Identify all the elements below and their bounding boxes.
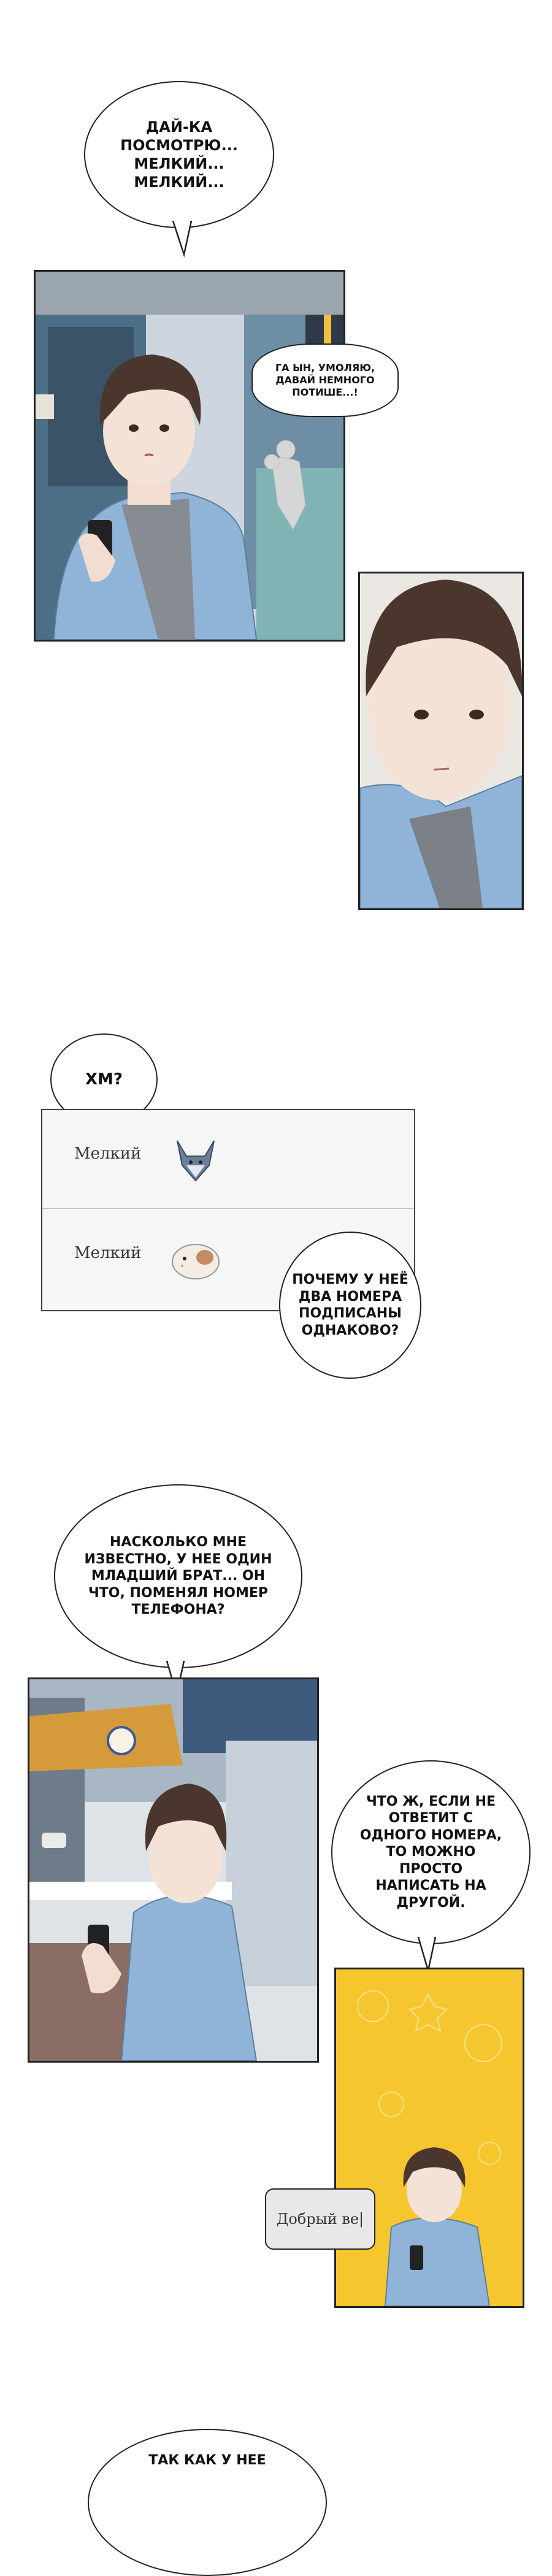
speech-text-6: ЧТО Ж, ЕСЛИ НЕ ОТВЕТИТ С ОДНОГО НОМЕРА, … <box>359 1793 502 1911</box>
speech-bubble-4: ПОЧЕМУ У НЕЁ ДВА НОМЕРА ПОДПИСАНЫ ОДНАКО… <box>279 1232 421 1379</box>
comic-panel-2 <box>358 572 524 910</box>
panel-1-art <box>36 272 343 640</box>
comic-panel-3 <box>28 1677 319 2063</box>
contact-name-2: Мелкий <box>74 1244 142 1262</box>
speech-bubble-2: ГА ЫН, УМОЛЯЮ, ДАВАЙ НЕМНОГО ПОТИШЕ...! <box>251 343 399 417</box>
contact-row-1[interactable]: Мелкий <box>42 1110 414 1207</box>
speech-bubble-1: ДАЙ-КА ПОСМОТРЮ... МЕЛКИЙ... МЕЛКИЙ... <box>84 81 274 228</box>
speech-text-1: ДАЙ-КА ПОСМОТРЮ... МЕЛКИЙ... МЕЛКИЙ... <box>120 118 238 191</box>
contact-divider <box>42 1208 414 1209</box>
speech-text-2: ГА ЫН, УМОЛЯЮ, ДАВАЙ НЕМНОГО ПОТИШЕ...! <box>275 362 375 398</box>
comic-panel-4 <box>334 1968 524 2308</box>
speech-tail-1 <box>172 221 193 258</box>
speech-bubble-7: ТАК КАК У НЕЕ <box>88 2429 327 2576</box>
speech-text-3: ХМ? <box>85 1070 123 1089</box>
speech-text-5: НАСКОЛЬКО МНЕ ИЗВЕСТНО, У НЕЕ ОДИН МЛАДШ… <box>84 1535 272 1618</box>
contact-name-1: Мелкий <box>74 1144 142 1163</box>
speech-text-4: ПОЧЕМУ У НЕЁ ДВА НОМЕРА ПОДПИСАНЫ ОДНАКО… <box>292 1272 408 1338</box>
comic-panel-1 <box>34 270 345 642</box>
hamster-icon <box>172 1244 220 1279</box>
message-input-text: Добрый ве| <box>276 2210 364 2228</box>
speech-bubble-5: НАСКОЛЬКО МНЕ ИЗВЕСТНО, У НЕЕ ОДИН МЛАДШ… <box>54 1484 302 1668</box>
message-input-box[interactable]: Добрый ве| <box>265 2188 375 2250</box>
panel-4-art <box>336 1969 523 2306</box>
fox-icon <box>177 1140 215 1182</box>
speech-tail-6 <box>417 1937 437 1971</box>
panel-3-art <box>29 1679 317 2061</box>
speech-bubble-6: ЧТО Ж, ЕСЛИ НЕ ОТВЕТИТ С ОДНОГО НОМЕРА, … <box>331 1760 531 1944</box>
panel-2-art <box>360 573 522 908</box>
contact-row-2[interactable]: Мелкий <box>42 1209 414 1306</box>
speech-text-7: ТАК КАК У НЕЕ <box>148 2453 266 2468</box>
